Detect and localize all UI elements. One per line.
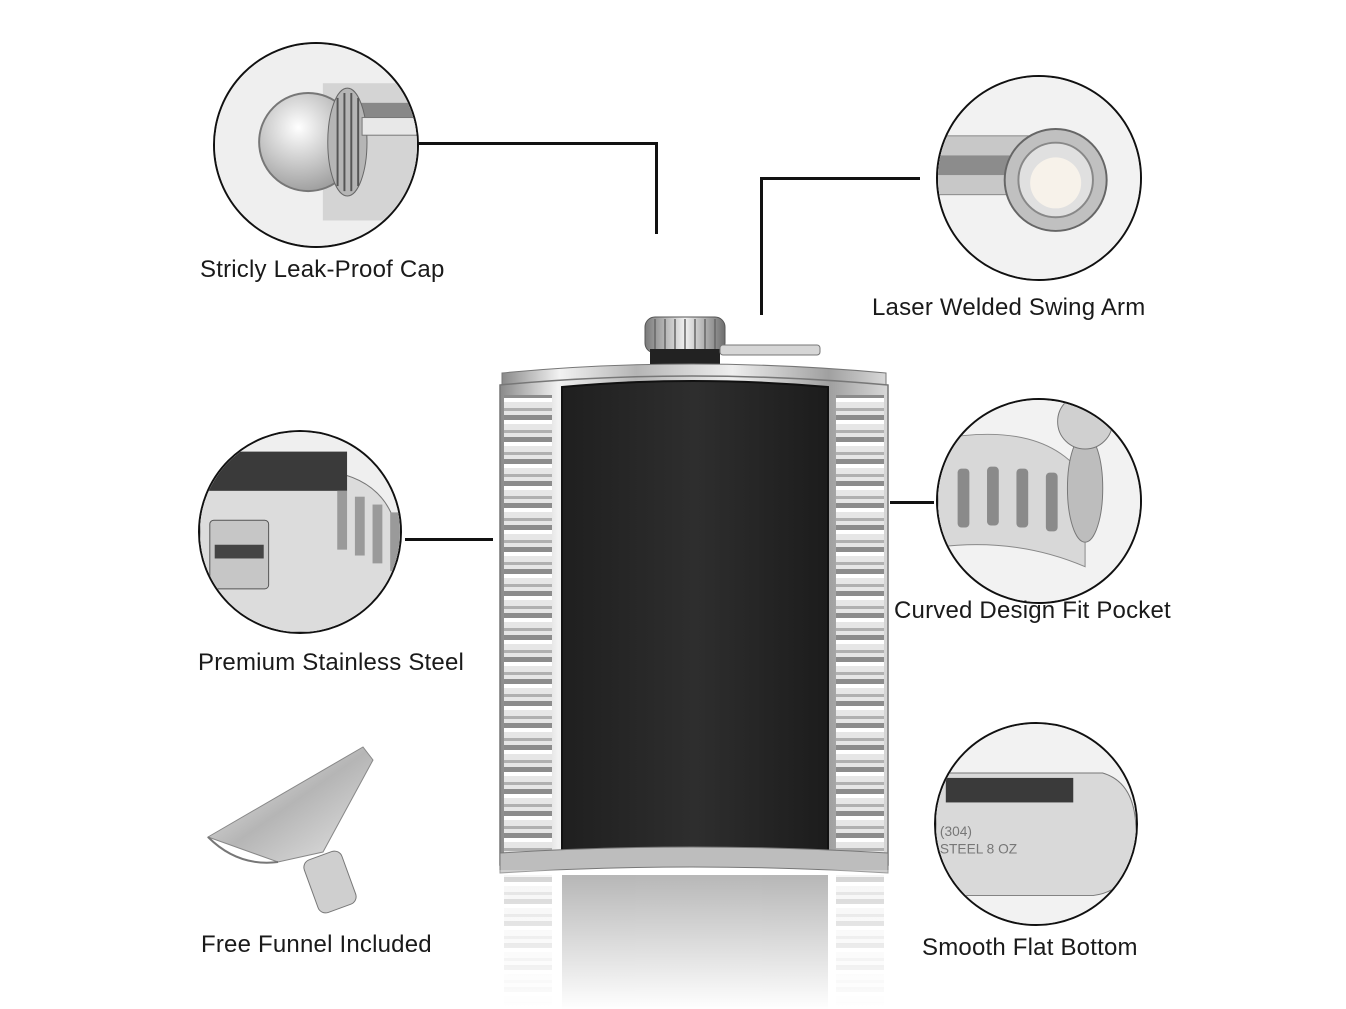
flat-bottom-closeup-icon: (304) STEEL 8 OZ	[936, 724, 1136, 924]
funnel-icon	[206, 746, 374, 914]
funnel-feature-label: Free Funnel Included	[201, 931, 432, 958]
connector-line-cap-horizontal	[418, 142, 658, 145]
swing-arm-closeup-icon	[938, 77, 1140, 279]
steel-corner-closeup-icon	[200, 432, 400, 632]
connector-line-cap-vertical	[655, 142, 658, 234]
bottom-engraving-line-2: STEEL 8 OZ	[940, 841, 1017, 856]
curved-side-closeup-circle	[936, 398, 1142, 604]
steel-feature-label: Premium Stainless Steel	[198, 649, 465, 676]
connector-line-curved	[890, 501, 934, 504]
connector-line-steel	[405, 538, 493, 541]
curved-side-closeup-icon	[938, 400, 1140, 602]
cap-closeup-circle	[213, 42, 419, 248]
cap-feature-label: Stricly Leak-Proof Cap	[200, 256, 445, 283]
flat-bottom-closeup-circle: (304) STEEL 8 OZ	[934, 722, 1138, 926]
curved-feature-label: Curved Design Fit Pocket	[894, 597, 1171, 624]
swing-arm-closeup-circle	[936, 75, 1142, 281]
steel-corner-closeup-circle	[198, 430, 402, 634]
hip-flask-icon	[490, 316, 910, 1009]
swing-arm-feature-label: Laser Welded Swing Arm	[872, 294, 1146, 321]
bottom-feature-label: Smooth Flat Bottom	[922, 934, 1138, 961]
connector-line-arm-vertical	[760, 177, 763, 315]
connector-line-arm-horizontal	[760, 177, 920, 180]
cap-closeup-icon	[215, 44, 417, 246]
bottom-engraving-line-1: (304)	[940, 824, 972, 839]
